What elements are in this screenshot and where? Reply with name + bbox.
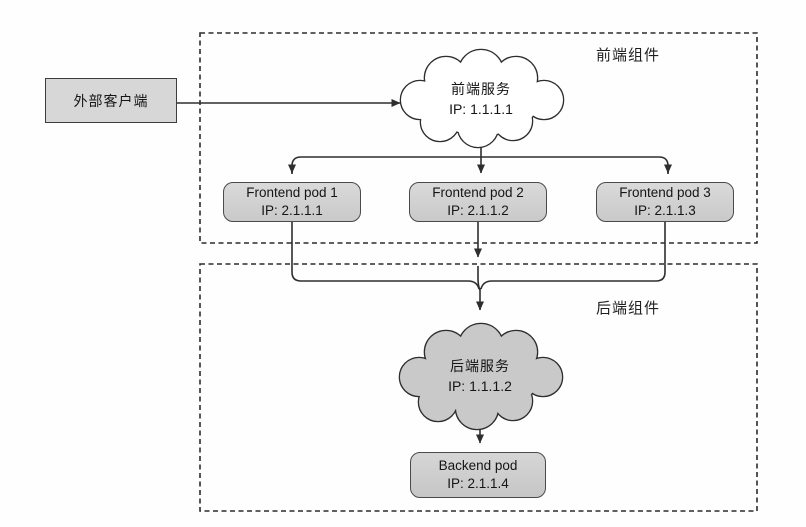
backend-service-text: 后端服务 IP: 1.1.1.2 xyxy=(415,356,545,396)
frontend-service-text: 前端服务 IP: 1.1.1.1 xyxy=(416,79,546,119)
arrows-frontend-pods-to-backend-service xyxy=(291,222,666,311)
frontend-pod-2-ip: IP: 2.1.1.2 xyxy=(447,203,509,218)
frontend-service-ip: IP: 1.1.1.1 xyxy=(449,101,513,117)
frontend-service-name: 前端服务 xyxy=(451,81,511,97)
external-client-label: 外部客户端 xyxy=(73,92,149,109)
backend-service-name: 后端服务 xyxy=(450,358,510,374)
backend-pod: Backend pod IP: 2.1.1.4 xyxy=(410,452,546,498)
backend-pod-ip: IP: 2.1.1.4 xyxy=(447,476,509,491)
frontend-pod-3: Frontend pod 3 IP: 2.1.1.3 xyxy=(596,182,734,222)
frontend-pod-2-name: Frontend pod 2 xyxy=(432,185,524,200)
external-client-box: 外部客户端 xyxy=(45,78,177,123)
backend-region-border xyxy=(199,263,758,512)
frontend-region-label: 前端组件 xyxy=(596,47,661,64)
backend-service-ip: IP: 1.1.1.2 xyxy=(448,378,512,394)
frontend-pod-3-name: Frontend pod 3 xyxy=(619,185,711,200)
frontend-pod-3-ip: IP: 2.1.1.3 xyxy=(634,203,696,218)
backend-pod-name: Backend pod xyxy=(438,458,518,473)
backend-region-label: 后端组件 xyxy=(596,300,661,317)
frontend-pod-2: Frontend pod 2 IP: 2.1.1.2 xyxy=(409,182,547,222)
backend-service-cloud xyxy=(398,322,564,431)
frontend-pod-1: Frontend pod 1 IP: 2.1.1.1 xyxy=(223,182,361,222)
frontend-service-cloud xyxy=(399,48,565,149)
frontend-pod-1-name: Frontend pod 1 xyxy=(246,185,338,200)
frontend-pod-1-ip: IP: 2.1.1.1 xyxy=(261,203,323,218)
